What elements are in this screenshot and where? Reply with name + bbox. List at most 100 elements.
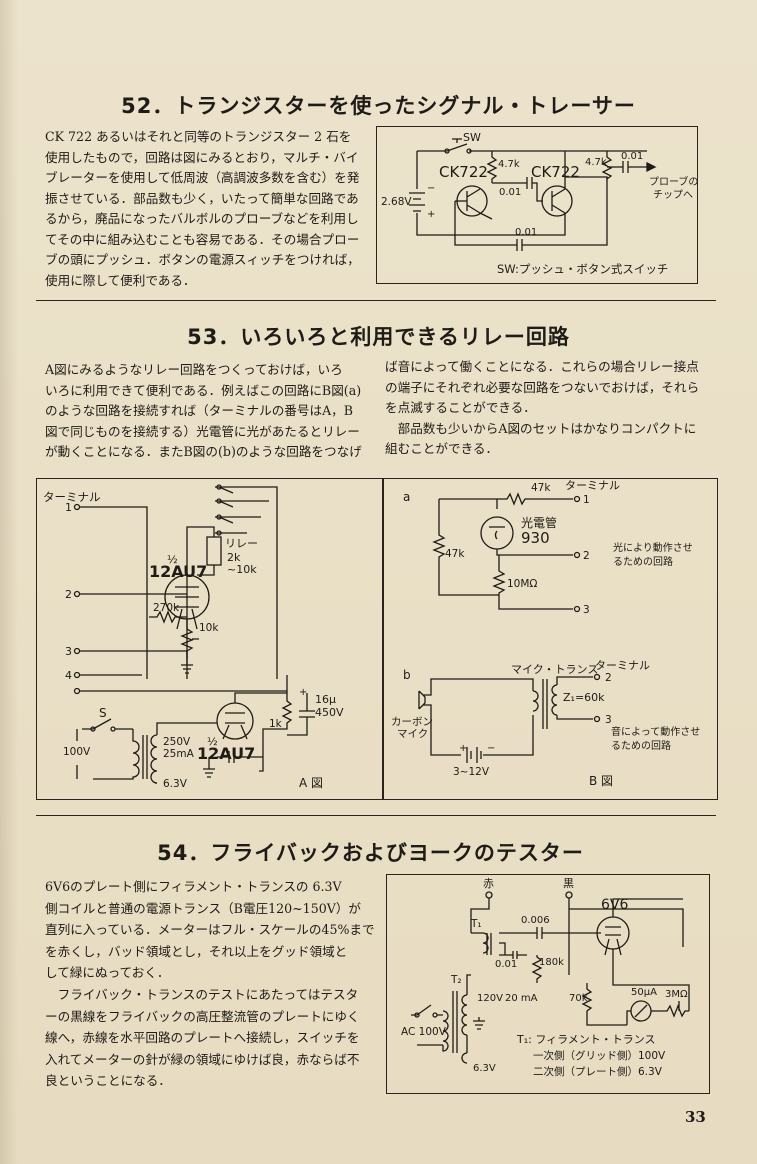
supply-voltage: 120V <box>477 993 503 1004</box>
probe-label: チップへ <box>653 189 693 201</box>
resistor-180k: 180k <box>539 957 564 968</box>
supply-current: 25mA <box>163 748 195 760</box>
resistor-47k-b: 47k <box>445 548 465 560</box>
battery-plus: + <box>427 209 435 220</box>
note-a: るための回路 <box>613 555 673 568</box>
terminal-2: 2 <box>583 550 590 562</box>
carbon-mic-label: マイク <box>397 728 428 740</box>
ac-label: 100V <box>63 746 91 758</box>
cap-voltage: 450V <box>315 706 344 719</box>
text-line: 良ということになる． <box>45 1073 171 1089</box>
page-number: 33 <box>685 1108 706 1126</box>
figure-54-flyback-tester: 赤 黒 6V6 T₁ T₂ 0.006 0.01 180k 70k 120V 2… <box>386 874 710 1094</box>
note-b: 音によって動作させ <box>611 725 700 738</box>
cap-value: 16μ <box>315 693 336 706</box>
cap-3-label: 0.01 <box>515 227 537 238</box>
heater-voltage: 6.3V <box>473 1063 496 1074</box>
section-53-body-left: A図にみるようなリレー回路をつくっておけば，いろ いろに利用できて便利である．例… <box>45 360 375 463</box>
text-line: して緑にぬっておく． <box>45 965 170 981</box>
terminal-3: 3 <box>605 714 612 726</box>
resistor-70k: 70k <box>569 993 588 1004</box>
battery-label: 2.68V <box>381 196 412 208</box>
tube-fraction: ½ <box>207 735 218 748</box>
ac-label: AC 100V <box>401 1026 447 1038</box>
section-54-body: 6V6のプレート側にフィラメント・トランスの 6.3V 側コイルと普通の電源トラ… <box>45 876 375 1092</box>
relay-resistance: 2k <box>227 551 241 564</box>
section-52-title: 52．トランジスターを使ったシグナル・トレーサー <box>121 94 636 118</box>
probe-red: 赤 <box>483 877 494 890</box>
text-line: を点滅することができる． <box>385 400 536 415</box>
figure-caption: SW:プッシュ・ボタン式スイッチ <box>497 262 668 276</box>
note-a: 光により動作させ <box>613 541 693 554</box>
terminal-3: 3 <box>65 645 72 658</box>
resistor-47k: 47k <box>531 482 551 494</box>
schematic-53-a: ターミナル 1 2 3 4 ½ 12AU7 リレー 2k ~10k 270k 1… <box>43 484 344 790</box>
section-54-title: 54．フライバックおよびヨークのテスター <box>157 841 584 865</box>
transistor-2-label: CK722 <box>531 163 580 181</box>
switch-label: S <box>99 706 107 720</box>
probe-label: プローブの <box>649 175 697 188</box>
terminal-label: ターミナル <box>595 659 650 672</box>
text-line: るから，廃品になったバルボルのプローブなどを利用し <box>45 211 359 226</box>
note-b: るための回路 <box>611 739 671 752</box>
impedance-label: Z₁=60k <box>563 691 605 704</box>
text-line: 使用したもので，回路は図にみるとおり，マルチ・バイ <box>45 149 359 165</box>
section-53-title: 53．いろいろと利用できるリレー回路 <box>187 325 570 349</box>
text-line: A図にみるようなリレー回路をつくっておけば，いろ <box>45 362 343 377</box>
text-line: 直列に入っている．メーターはフル・スケールの45%まで <box>45 922 375 938</box>
text-line: CK 722 あるいはそれと同等のトランジスター 2 石を <box>45 129 352 144</box>
resistor-2-label: 4.7k <box>585 157 607 168</box>
sub-a-label: a <box>403 490 410 504</box>
cap-1-label: 0.01 <box>499 187 521 198</box>
terminal-1: 1 <box>583 494 590 506</box>
schematic-52: SW CK722 CK722 4.7k 4.7k 0.01 0.01 0.01 … <box>381 131 697 276</box>
battery-minus: − <box>487 743 495 754</box>
transformer-t1: T₁ <box>470 918 482 930</box>
battery-plus: + <box>459 743 467 754</box>
tube-1-label: 12AU7 <box>149 562 207 581</box>
text-line: 入れてメーターの針が緑の領域にゆけば良，赤ならば不 <box>45 1051 360 1067</box>
tube-fraction: ½ <box>167 553 178 566</box>
text-line: 使用に際して便利である． <box>45 272 196 288</box>
relay-resistance: ~10k <box>227 563 257 576</box>
text-line: 側コイルと普通の電源トランス（B電圧120~150V）が <box>45 900 362 916</box>
terminal-3: 3 <box>583 604 590 616</box>
text-line: の端子にそれぞれ必要な回路をつないでおけば，それら <box>385 379 700 395</box>
text-line: 組むことができる． <box>385 441 499 456</box>
text-line: 図で同じものを接続する）光電管に光があたるとリレー <box>45 423 360 439</box>
figure-label: A 図 <box>299 776 323 790</box>
cap-2-label: 0.01 <box>621 151 643 162</box>
switch-label: SW <box>463 131 481 144</box>
section-52-body: CK 722 あるいはそれと同等のトランジスター 2 石を 使用したもので，回路… <box>45 127 365 291</box>
terminal-label: ターミナル <box>565 479 620 492</box>
supply-current: 20 mA <box>505 993 538 1004</box>
tube-label: 6V6 <box>601 897 628 913</box>
phototube-label: 光電管 <box>521 515 557 530</box>
text-line: ば音によって働くことになる．これらの場合リレー接点 <box>385 359 699 374</box>
meter-label: 50μA <box>631 987 657 998</box>
text-line: 6V6のプレート側にフィラメント・トランスの 6.3V <box>45 879 342 894</box>
transistor-1-label: CK722 <box>439 163 488 181</box>
resistor-1-label: 4.7k <box>498 159 520 170</box>
supply-voltage: 250V <box>163 736 191 748</box>
relay-label: リレー <box>225 537 258 550</box>
section-divider <box>36 300 716 301</box>
note-line: T₁: フィラメント・トランス <box>516 1033 656 1046</box>
text-line: てその中に組み込むことも容易である．その場合プロー <box>45 231 360 247</box>
section-divider <box>36 815 716 816</box>
terminal-2: 2 <box>65 588 72 601</box>
resistor-270k: 270k <box>153 602 180 614</box>
battery-voltage: 3~12V <box>453 766 490 778</box>
text-line: ーの黒線をフライバックの高圧整流管のプレートにゆく <box>45 1008 360 1024</box>
note-line: 二次側（プレート側）6.3V <box>533 1065 663 1078</box>
transformer-t2: T₂ <box>450 974 462 986</box>
text-line: 部品数も少いからA図のセットはかなりコンパクトに <box>385 420 697 436</box>
text-line: ブの頭にプッシュ．ボタンの電源スィッチをつければ， <box>45 252 360 267</box>
text-line: いろに利用できて便利である．例えばこの回路にB図(a) <box>45 382 362 398</box>
probe-black: 黒 <box>563 877 574 890</box>
section-53-body-right: ば音によって働くことになる．これらの場合リレー接点 の端子にそれぞれ必要な回路を… <box>385 357 715 460</box>
text-line: のような回路を接続すれば（ターミナルの番号はA，B <box>45 403 354 418</box>
cap-001: 0.01 <box>495 959 517 970</box>
carbon-mic-label: カーボン <box>391 716 433 728</box>
